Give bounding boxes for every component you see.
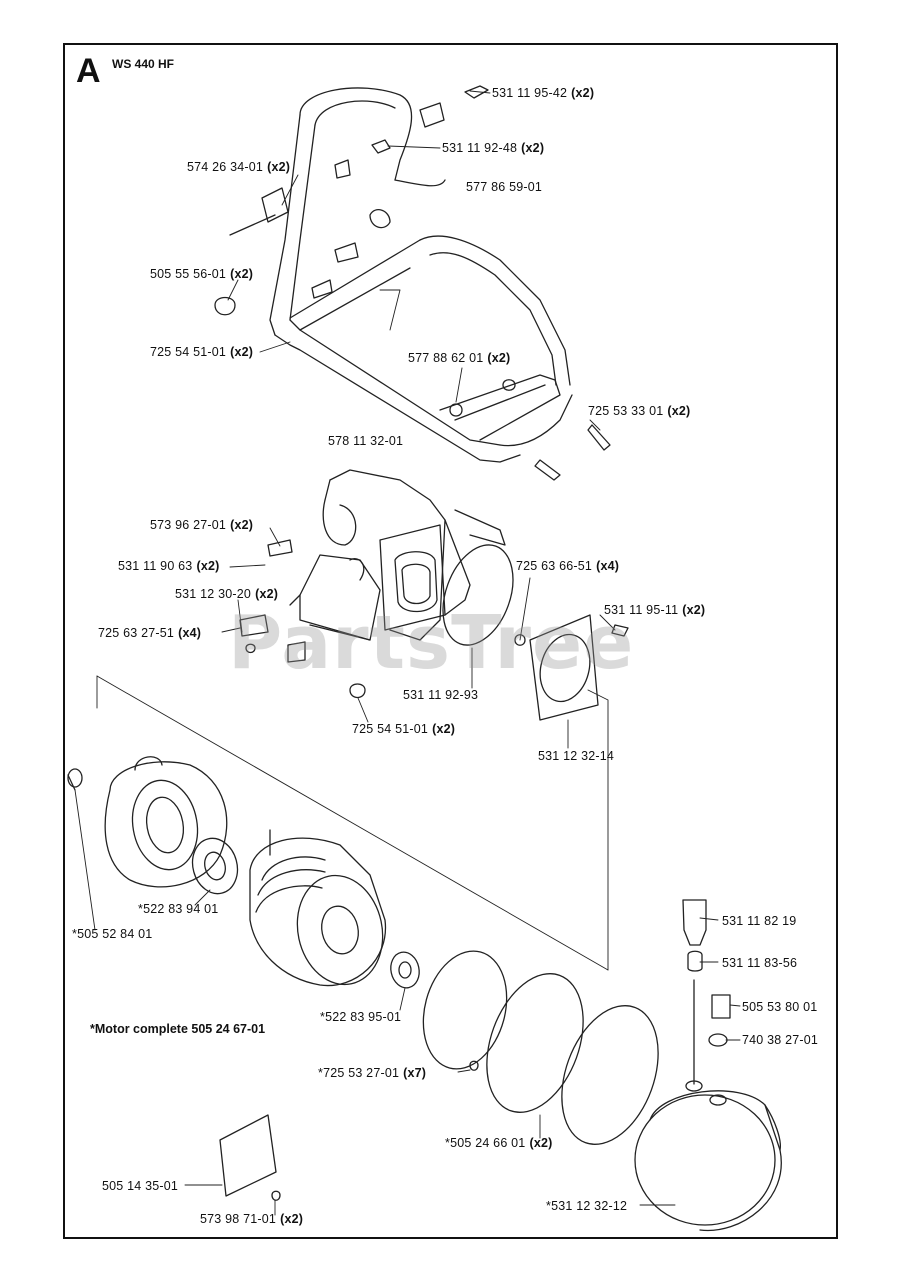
motor-front-cover xyxy=(67,756,239,895)
section-letter: A xyxy=(76,52,101,90)
part-label: 531 11 82 19 xyxy=(722,914,797,928)
part-label: *725 53 27-01(x7) xyxy=(318,1066,427,1080)
pump-housing xyxy=(289,469,506,641)
leader-lines xyxy=(74,90,741,1216)
watermark: PartsTree xyxy=(228,600,635,686)
part-label: 573 96 27-01(x2) xyxy=(150,518,254,532)
diagram-frame xyxy=(63,43,838,1239)
part-label: 531 12 32-14 xyxy=(538,749,615,763)
fasteners-top xyxy=(214,85,611,481)
water-tank xyxy=(634,979,782,1232)
part-label: 531 11 92-48(x2) xyxy=(442,141,545,155)
exploded-axis-lines xyxy=(96,675,609,971)
part-label: 505 14 35-01 xyxy=(102,1179,179,1193)
part-label: *505 52 84 01 xyxy=(72,927,153,941)
motor-complete-note: *Motor complete 505 24 67-01 xyxy=(90,1022,266,1036)
motor-body xyxy=(249,829,420,989)
part-label: 577 86 59-01 xyxy=(466,180,543,194)
part-label: 573 98 71-01(x2) xyxy=(200,1212,304,1226)
part-label: 531 11 92-93 xyxy=(403,688,479,702)
part-label: 531 11 95-42(x2) xyxy=(492,86,595,100)
part-label: *522 83 95-01 xyxy=(320,1010,402,1024)
part-label: 740 38 27-01 xyxy=(742,1033,819,1047)
part-label: 725 63 66-51(x4) xyxy=(516,559,620,573)
part-label: 505 53 80 01 xyxy=(742,1000,818,1014)
part-label: 531 11 83-56 xyxy=(722,956,798,970)
part-label: 725 54 51-01(x2) xyxy=(150,345,254,359)
part-label: 531 11 95-11(x2) xyxy=(604,603,706,617)
handle-frame xyxy=(269,87,573,463)
part-label: 725 53 33 01(x2) xyxy=(588,404,691,418)
part-label: 531 12 30-20(x2) xyxy=(175,587,279,601)
part-label: 577 88 62 01(x2) xyxy=(408,351,511,365)
part-label: 578 11 32-01 xyxy=(328,434,404,448)
model-name: WS 440 HF xyxy=(112,57,175,71)
part-label: 505 55 56-01(x2) xyxy=(150,267,254,281)
part-label: 725 54 51-01(x2) xyxy=(352,722,456,736)
part-label: 574 26 34-01(x2) xyxy=(187,160,291,174)
motor-rear-plate xyxy=(422,950,659,1145)
part-label: *505 24 66 01(x2) xyxy=(445,1136,553,1150)
part-label: 531 11 90 63(x2) xyxy=(118,559,220,573)
part-label: *531 12 32-12 xyxy=(546,1199,628,1213)
name-plate xyxy=(219,1114,281,1201)
part-label: *522 83 94 01 xyxy=(138,902,219,916)
gaskets xyxy=(239,539,629,721)
part-label: 725 63 27-51(x4) xyxy=(98,626,202,640)
